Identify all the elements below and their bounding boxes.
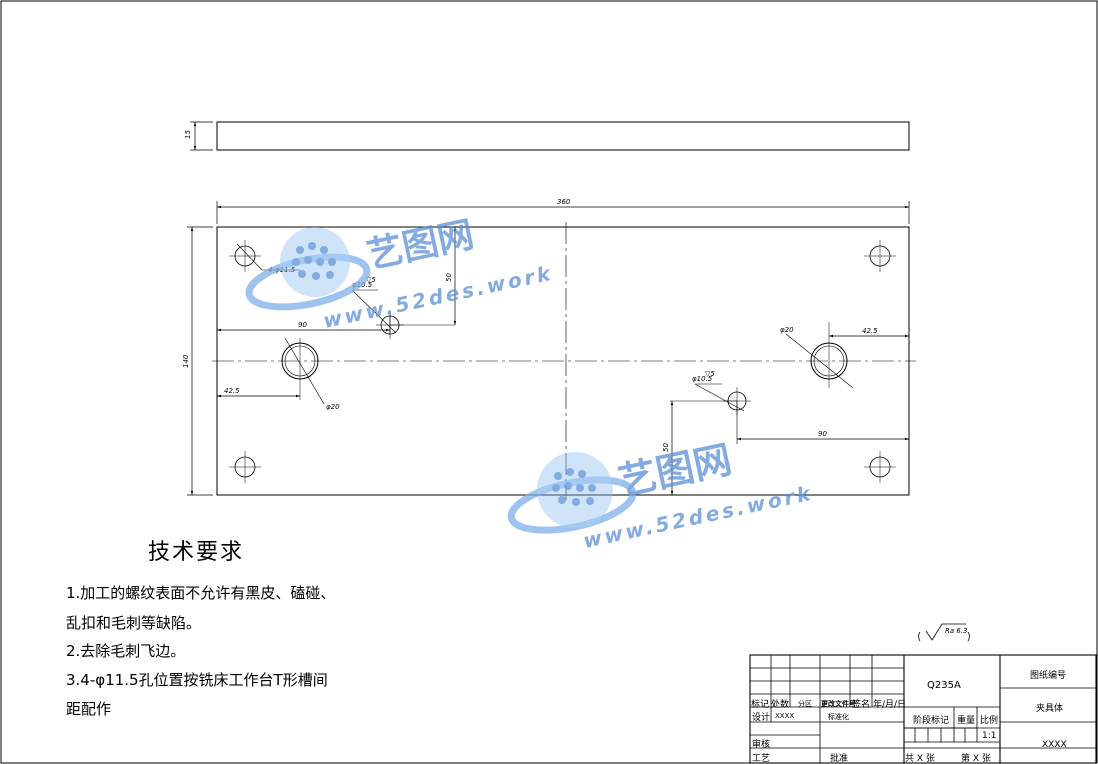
dim-hole-large-right: φ20 — [780, 326, 794, 334]
side-view — [190, 121, 910, 151]
corner-hole-br — [864, 451, 896, 483]
roughness-value: Ra 6.3 — [945, 627, 968, 635]
tb-date: 年/月/日 — [873, 700, 907, 710]
dim-width: 140 — [182, 354, 190, 368]
corner-hole-tr — [864, 240, 896, 272]
watermark-url-2: www.52des.work — [581, 481, 815, 553]
tb-scale-label: 比例 — [980, 716, 999, 726]
tb-weight: 重量 — [957, 716, 976, 726]
tech-requirement-line: 1.加工的螺纹表面不允许有黑皮、磕碰、 — [66, 584, 336, 602]
dim-thickness: 15 — [184, 130, 192, 139]
large-hole-left — [217, 337, 325, 405]
small-hole-left — [217, 227, 457, 339]
drawing-code: XXXX — [1042, 740, 1067, 750]
small-hole-right — [670, 383, 909, 495]
tb-zone: 分区 — [798, 700, 812, 708]
tb-stage-mark: 阶段标记 — [913, 716, 950, 726]
dim-42-5-right: 42.5 — [862, 327, 878, 335]
tech-requirement-line: 距配作 — [66, 700, 112, 718]
part-name: 夹具体 — [1036, 704, 1064, 714]
plan-view — [187, 201, 916, 500]
tech-requirements-title: 技术要求 — [148, 540, 245, 565]
tb-process: 工艺 — [752, 754, 771, 764]
tb-count: 处数 — [771, 700, 790, 710]
tb-mark: 标记 — [751, 700, 770, 710]
tb-review: 审核 — [752, 740, 771, 750]
roughness-symbol — [918, 623, 970, 642]
tb-design: 设计 — [752, 713, 771, 723]
drawing-number-label: 图纸编号 — [1030, 671, 1067, 681]
dim-hole-large-left: φ20 — [326, 403, 340, 411]
dim-50-left: 50 — [445, 273, 453, 282]
globe-icon — [507, 452, 637, 534]
large-hole-right — [785, 322, 909, 389]
dim-length: 360 — [557, 198, 571, 206]
watermark-url-1: www.52des.work — [321, 261, 555, 333]
tb-scale: 1:1 — [982, 731, 997, 741]
tech-requirement-line: 3.4-φ11.5孔位置按铣床工作台T形槽间 — [66, 671, 328, 689]
dim-42-5-left: 42.5 — [224, 387, 240, 395]
dim-hole-small-1-depth: ▽5 — [366, 276, 376, 284]
tech-requirement-line: 2.去除毛刺飞边。 — [66, 642, 186, 660]
watermark-brand-1: 艺图网 — [363, 214, 477, 277]
material-label: Q235A — [927, 680, 961, 691]
dim-90-right: 90 — [818, 430, 827, 438]
watermark-1: 艺图网 www.52des.work — [245, 214, 555, 333]
title-block — [749, 654, 1097, 764]
corner-hole-tl — [229, 240, 261, 272]
tech-requirement-line: 乱扣和毛刺等缺陷。 — [66, 614, 202, 632]
globe-icon — [245, 227, 371, 311]
tb-standardize: 标准化 — [828, 713, 849, 721]
tb-total-sheets: 共 X 张 — [905, 754, 935, 764]
tb-designer: XXXX — [775, 712, 795, 720]
dim-50-right: 50 — [662, 443, 670, 452]
dim-hole-small-2: φ10.5 — [692, 375, 713, 383]
watermark-2: 艺图网 www.52des.work — [507, 437, 815, 553]
tb-sign: 签名 — [852, 700, 871, 710]
corner-hole-bl — [229, 451, 261, 483]
dim-90-left: 90 — [298, 321, 307, 329]
tb-approve: 批准 — [830, 754, 849, 764]
watermark-brand-2: 艺图网 — [615, 437, 736, 504]
dim-hole-small-2-depth: ▽5 — [705, 370, 715, 378]
tb-change-doc: 更改文件号 — [821, 700, 856, 708]
tb-sheet-no: 第 X 张 — [961, 754, 991, 764]
